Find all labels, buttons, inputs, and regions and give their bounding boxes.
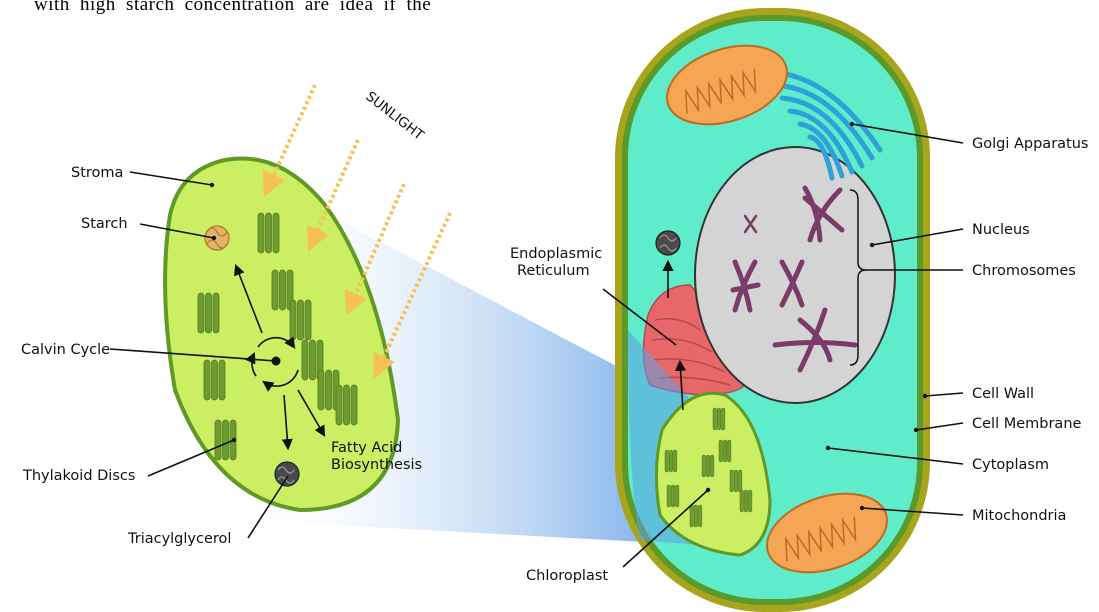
label-cell-membrane: Cell Membrane <box>972 416 1082 432</box>
starch-granule <box>205 226 229 250</box>
triacylglycerol-blob <box>275 462 299 486</box>
label-fatty-acid-line1: Fatty Acid <box>331 440 402 456</box>
label-chloroplast: Chloroplast <box>526 568 608 584</box>
sunlight-label: SUNLIGHT <box>363 89 428 144</box>
label-nucleus: Nucleus <box>972 222 1030 238</box>
label-thylakoid-discs: Thylakoid Discs <box>22 468 135 484</box>
label-er-line1: Endoplasmic <box>510 246 602 262</box>
label-golgi: Golgi Apparatus <box>972 136 1088 152</box>
label-mitochondria: Mitochondria <box>972 508 1066 524</box>
label-cell-wall: Cell Wall <box>972 386 1034 402</box>
label-starch: Starch <box>81 216 128 232</box>
label-er-line2: Reticulum <box>517 263 590 279</box>
label-stroma: Stroma <box>71 165 123 181</box>
label-calvin-cycle: Calvin Cycle <box>21 342 110 358</box>
label-triacylglycerol: Triacylglycerol <box>127 531 231 547</box>
label-cytoplasm: Cytoplasm <box>972 457 1049 473</box>
plant-cell <box>615 8 930 612</box>
label-fatty-acid-line2: Biosynthesis <box>331 457 422 473</box>
label-chromosomes: Chromosomes <box>972 263 1076 279</box>
triacylglycerol-blob-cell <box>656 231 680 255</box>
